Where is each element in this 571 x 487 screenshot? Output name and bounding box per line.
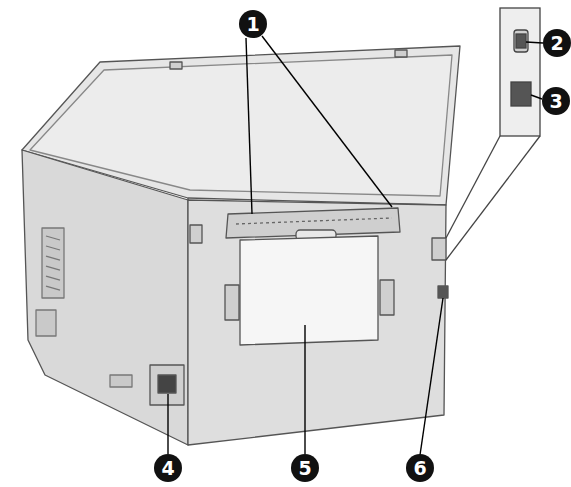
callout-number: 2 (543, 29, 571, 57)
callout-number: 5 (291, 454, 319, 482)
callout-number: 6 (406, 454, 434, 482)
callout-number: 1 (239, 10, 267, 38)
callout-number: 4 (154, 454, 182, 482)
callout-number: 3 (542, 87, 570, 115)
